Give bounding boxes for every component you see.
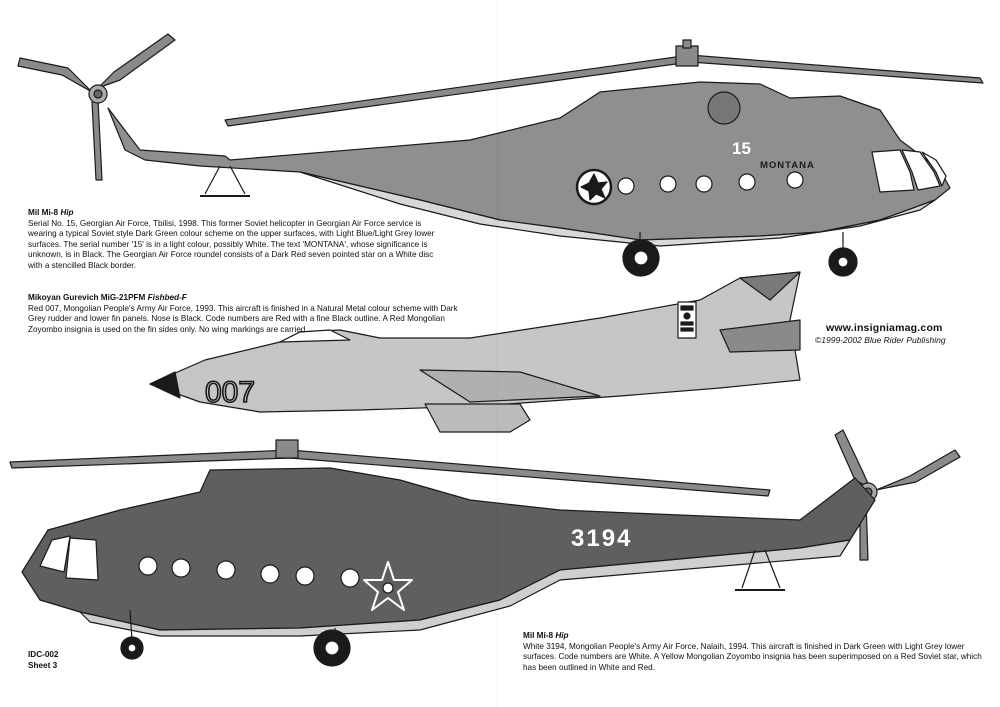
caption-body: White 3194, Mongolian People's Army Air … [523,641,982,672]
heli-top-roundel [575,168,613,206]
mig21-rudder [739,271,801,301]
sheet-reference: IDC-002 Sheet 3 [28,650,59,671]
caption-heli-bottom: Mil Mi-8 Hip White 3194, Mongolian Peopl… [523,631,983,673]
heli-bottom-profile [9,429,961,667]
mig21-zoyombo-insignia [677,301,697,339]
heli-bottom-landing-gear [120,549,785,667]
publisher-copyright: ©1999-2002 Blue Rider Publishing [815,335,946,345]
heli-top-serial: 15 [732,139,751,158]
heli-bottom-cockpit-glazing [39,535,71,573]
caption-heli-top: Mil Mi-8 Hip Serial No. 15, Georgian Air… [28,208,448,272]
heli-top-cockpit-glazing [871,149,915,193]
heli-bottom-rotor-hub [275,439,299,459]
caption-title: Mil Mi-8 Hip [523,631,569,640]
caption-mig21: Mikoyan Gurevich MiG-21PFM Fishbed-F Red… [28,293,458,335]
heli-bottom-serial: 3194 [571,525,632,552]
page-fold-line [497,0,498,707]
heli-top-name-text: MONTANA [760,160,815,171]
mig21-code: 007 [205,376,255,409]
sheet-number: Sheet 3 [28,660,58,670]
caption-body: Serial No. 15, Georgian Air Force, Tbili… [28,218,435,270]
heli-top-tail-rotor [17,33,176,181]
heli-top-profile [17,33,984,277]
reference-code: IDC-002 [28,650,59,659]
caption-title: Mil Mi-8 Hip [28,208,74,217]
caption-body: Red 007, Mongolian People's Army Air For… [28,303,458,334]
heli-top-landing-gear [200,165,858,277]
mig21-profile [149,271,801,433]
heli-top-rotor-hub [675,45,699,67]
caption-title: Mikoyan Gurevich MiG-21PFM Fishbed-F [28,293,187,302]
heli-bottom-star-insignia [363,561,413,611]
publisher-website: www.insigniamag.com [826,322,943,334]
mig21-canopy [279,329,351,343]
